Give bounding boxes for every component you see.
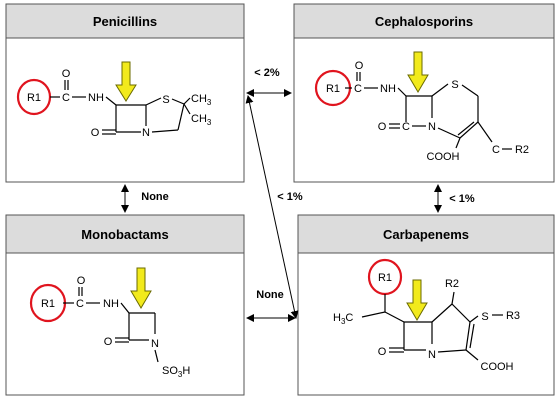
relation-penicillins-cephalosporins: < 2% bbox=[246, 67, 292, 97]
panel-header bbox=[297, 214, 555, 254]
carbonyl-carbon: C bbox=[354, 83, 362, 95]
panel-header bbox=[5, 214, 245, 254]
relation-penicillins-monobactams: None bbox=[121, 184, 169, 213]
lactam-oxygen: O bbox=[378, 121, 387, 133]
nh-group: NH bbox=[380, 83, 396, 95]
relation-penicillins-carbapenems: < 1% bbox=[245, 95, 303, 319]
nh-group: NH bbox=[88, 92, 104, 104]
thio-sulfur: S bbox=[481, 311, 488, 323]
r2-label: R2 bbox=[515, 144, 529, 156]
cross-reactivity-label: < 2% bbox=[254, 67, 280, 79]
r1-label: R1 bbox=[41, 298, 55, 310]
ring-nitrogen: N bbox=[428, 121, 436, 133]
methyl-bottom: CH3 bbox=[191, 113, 212, 127]
relation-monobactams-carbapenems: None bbox=[246, 289, 296, 322]
r1-label: R1 bbox=[378, 272, 392, 284]
carbonyl-carbon: C bbox=[62, 92, 70, 104]
beta-lactam-bond-arrow-icon bbox=[407, 51, 429, 93]
panel-title: Cephalosporins bbox=[375, 14, 473, 29]
cross-reactivity-label: < 1% bbox=[449, 193, 475, 205]
r1-label: R1 bbox=[27, 92, 41, 104]
carboxylic-acid: COOH bbox=[481, 361, 514, 373]
ring-sulfur: S bbox=[162, 94, 169, 106]
relation-cephalosporins-carbapenems: < 1% bbox=[434, 184, 475, 213]
ring-nitrogen: N bbox=[151, 338, 159, 350]
side-chain-carbon: C bbox=[492, 144, 500, 156]
panel-header bbox=[5, 3, 245, 39]
lactam-oxygen: O bbox=[104, 336, 113, 348]
lactam-oxygen: O bbox=[378, 346, 387, 358]
cross-reactivity-label: None bbox=[256, 289, 284, 301]
panel-monobactams: Monobactams R1 C O NH N O SO3H bbox=[5, 214, 245, 396]
r2-label: R2 bbox=[445, 278, 459, 290]
carboxylic-acid: COOH bbox=[427, 151, 460, 163]
carbonyl-oxygen: O bbox=[355, 60, 364, 72]
nh-group: NH bbox=[103, 298, 119, 310]
lactam-oxygen: O bbox=[91, 127, 100, 139]
beta-lactam-bond-arrow-icon bbox=[130, 267, 152, 309]
ring-nitrogen: N bbox=[428, 349, 436, 361]
panel-cephalosporins: Cephalosporins R1 C O NH N C O S COOH C bbox=[293, 3, 555, 183]
carbonyl-oxygen: O bbox=[77, 275, 86, 287]
panel-carbapenems: Carbapenems R1 H3C N O R2 S R3 COOH bbox=[297, 214, 555, 396]
panel-title: Penicillins bbox=[93, 14, 157, 29]
ring-nitrogen: N bbox=[142, 127, 150, 139]
panel-penicillins: Penicillins R1 C O NH N O S CH3 CH3 bbox=[5, 3, 245, 183]
lactam-carbon: C bbox=[402, 121, 410, 133]
cross-reactivity-label: None bbox=[141, 191, 169, 203]
methyl-top: CH3 bbox=[191, 93, 212, 107]
methyl-group: H3C bbox=[333, 312, 353, 326]
sulfonic-acid: SO3H bbox=[162, 365, 190, 379]
panel-title: Carbapenems bbox=[383, 227, 469, 242]
r1-label: R1 bbox=[326, 83, 340, 95]
panel-title: Monobactams bbox=[81, 227, 168, 242]
carbonyl-oxygen: O bbox=[62, 68, 71, 80]
beta-lactam-bond-arrow-icon bbox=[406, 279, 428, 321]
carbonyl-carbon: C bbox=[76, 298, 84, 310]
ring-sulfur: S bbox=[451, 79, 458, 91]
cross-reactivity-label: < 1% bbox=[277, 191, 303, 203]
r3-label: R3 bbox=[506, 310, 520, 322]
panel-header bbox=[293, 3, 555, 39]
beta-lactam-bond-arrow-icon bbox=[115, 61, 137, 102]
